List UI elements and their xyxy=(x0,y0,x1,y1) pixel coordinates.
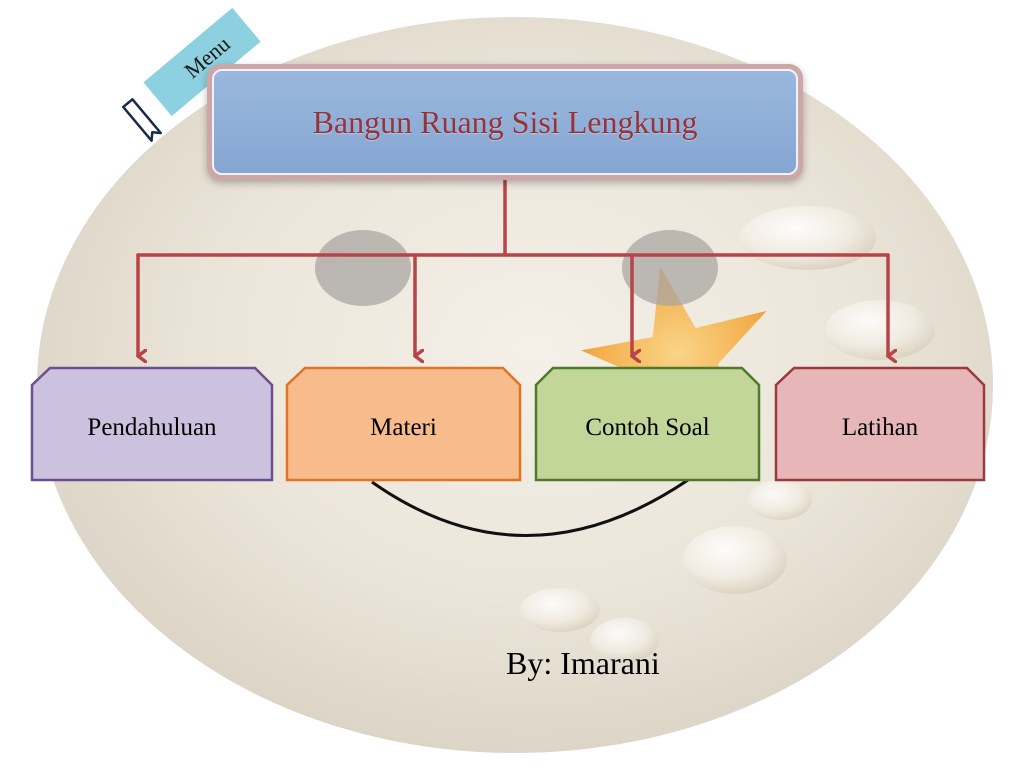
author-credit: By: Imarani xyxy=(506,645,660,681)
title-box[interactable]: Bangun Ruang Sisi Lengkung xyxy=(207,64,803,180)
bookmark-icon xyxy=(122,98,162,142)
latihan-shape[interactable] xyxy=(774,366,986,482)
branch-label-pendahuluan: Pendahuluan xyxy=(87,414,217,441)
diagram-title: Bangun Ruang Sisi Lengkung xyxy=(212,69,798,175)
branch-latihan[interactable]: Latihan xyxy=(776,368,984,480)
branch-label-contoh-soal: Contoh Soal xyxy=(585,414,710,441)
materi-shape[interactable] xyxy=(285,366,522,482)
pendahuluan-shape[interactable] xyxy=(30,366,274,482)
branch-materi[interactable]: Materi xyxy=(287,368,520,480)
decor-eye-right xyxy=(622,230,718,306)
decor-eye-left xyxy=(315,230,411,306)
branch-label-latihan: Latihan xyxy=(841,414,919,441)
branch-pendahuluan[interactable]: Pendahuluan xyxy=(32,368,272,480)
connector-lines xyxy=(136,178,888,356)
branch-contoh-soal[interactable]: Contoh Soal xyxy=(536,368,759,480)
decor-smile xyxy=(371,478,689,537)
branch-label-materi: Materi xyxy=(370,414,437,441)
contoh-soal-shape[interactable] xyxy=(534,366,761,482)
